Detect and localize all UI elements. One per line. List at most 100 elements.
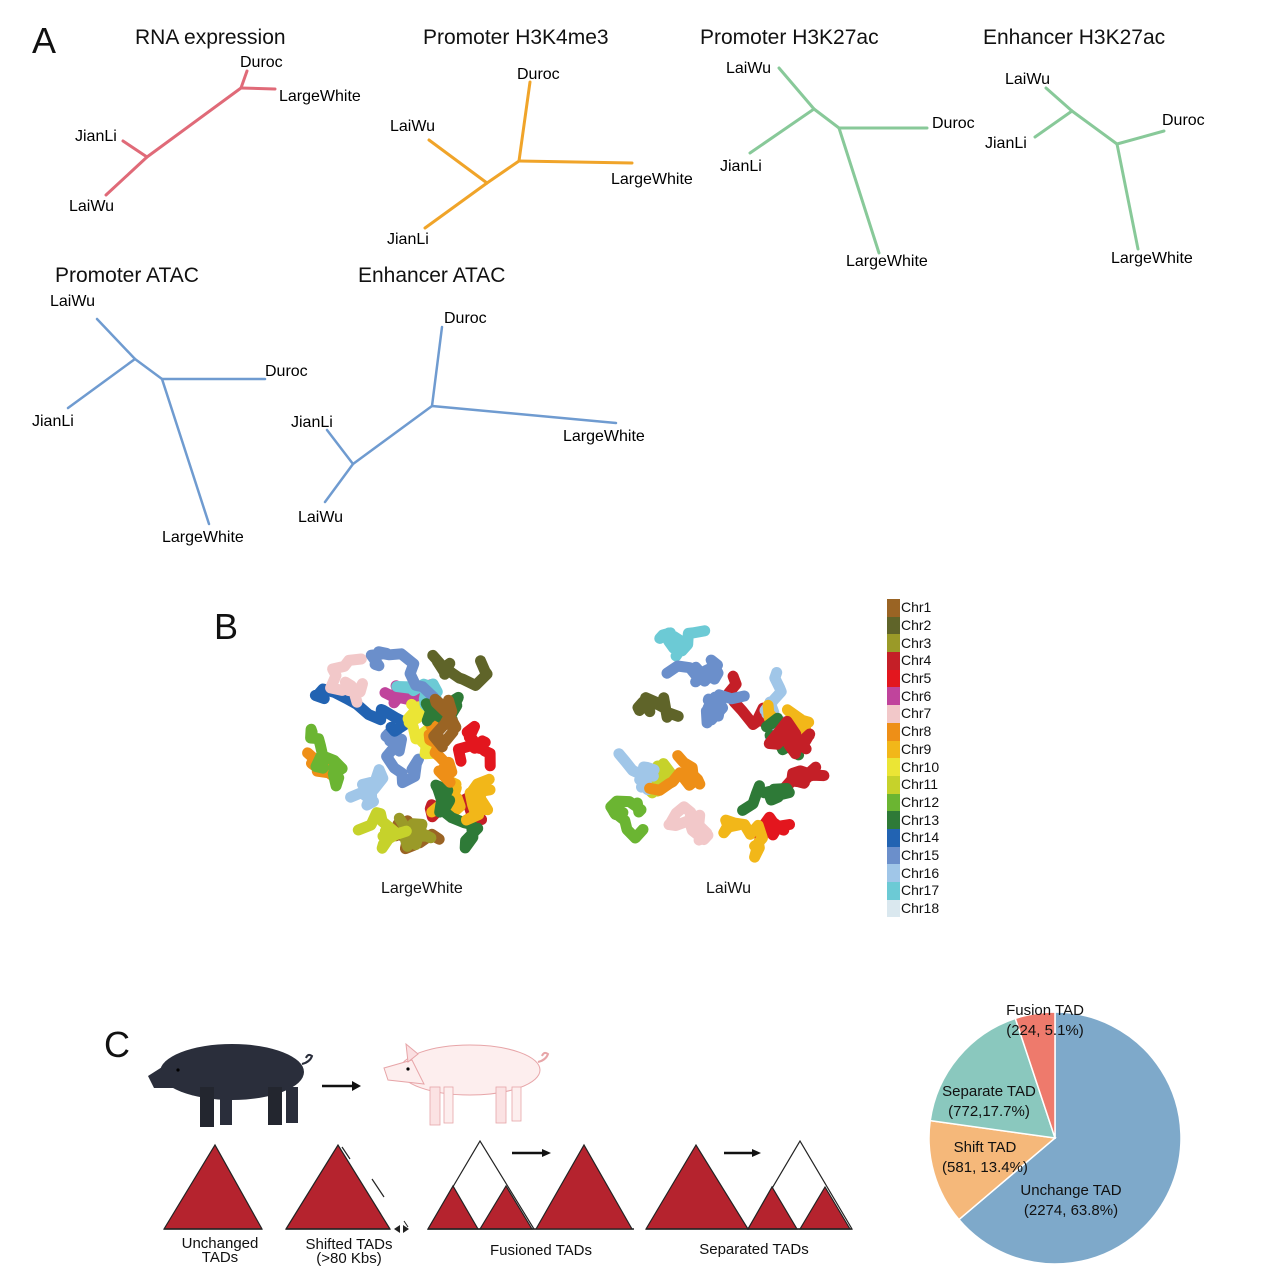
tad-diagrams xyxy=(162,1139,854,1233)
legend-label: Chr6 xyxy=(901,687,932,704)
leaf-label-largewhite: LargeWhite xyxy=(279,88,361,105)
tad-label-line: Unchanged xyxy=(181,1235,259,1252)
leaf-label-largewhite: LargeWhite xyxy=(1111,250,1193,267)
tree-branch xyxy=(1115,142,1140,251)
tree-branch xyxy=(95,317,137,361)
tad-triangle xyxy=(534,1143,634,1230)
tree-branch xyxy=(133,357,164,381)
leaf-label-laiwu: LaiWu xyxy=(50,293,95,310)
chromosome-tube xyxy=(365,646,447,713)
tad-shifted xyxy=(284,1143,409,1233)
tree-promoter-h3k27ac: LaiWu JianLi Duroc LargeWhite xyxy=(720,60,975,270)
tad-label-line: Fusioned TADs xyxy=(490,1242,592,1259)
leaf-label-laiwu: LaiWu xyxy=(1005,71,1050,88)
legend-label: Chr5 xyxy=(901,670,932,687)
leaf-label-laiwu: LaiWu xyxy=(298,509,343,526)
white-pig-icon xyxy=(383,1042,550,1126)
legend-label: Chr3 xyxy=(901,634,932,651)
chromosome-tube xyxy=(663,801,714,846)
legend-label: Chr2 xyxy=(901,617,932,634)
legend-item: Chr5 xyxy=(887,669,939,688)
chromosome-tube xyxy=(632,692,684,723)
tree-branch xyxy=(812,107,841,130)
leaf-label-jianli: JianLi xyxy=(32,413,74,430)
legend-label: Chr9 xyxy=(901,740,932,757)
legend-swatch xyxy=(887,722,900,741)
pie-value-unchange-tad: (2274, 63.8%) xyxy=(1024,1202,1118,1219)
leaf-label-laiwu: LaiWu xyxy=(390,118,435,135)
tad-label-unchanged: Unchanged TADs xyxy=(165,1235,275,1266)
chromosome-tube xyxy=(718,814,768,863)
chromosome-tube xyxy=(305,723,348,792)
chromosome-tube xyxy=(763,715,816,760)
legend-label: Chr15 xyxy=(901,846,940,863)
tree-branch xyxy=(351,404,434,466)
legend-swatch xyxy=(887,616,900,635)
panel-a-trees: Duroc LargeWhite JianLi LaiWu Duroc Larg… xyxy=(32,54,1205,546)
chromosome-tube xyxy=(423,709,458,788)
chromosome-tube xyxy=(325,653,368,708)
legend-item: Chr16 xyxy=(887,864,939,882)
tad-label-line: TADs xyxy=(201,1249,239,1266)
tree-title: Enhancer ATAC xyxy=(358,264,506,287)
legend-label: Chr12 xyxy=(901,793,940,810)
legend-label: Chr18 xyxy=(901,900,940,917)
tree-title: Enhancer H3K27ac xyxy=(983,26,1166,49)
tree-branch xyxy=(1070,109,1119,146)
tree-branch xyxy=(239,86,277,91)
legend-label: Chr11 xyxy=(901,776,939,793)
chromosome-tube xyxy=(393,812,437,852)
legend-label: Chr1 xyxy=(901,599,932,616)
legend-item: Chr10 xyxy=(887,758,939,776)
pie-slice-fusion-tad xyxy=(1014,1011,1056,1139)
chromosome-tube xyxy=(428,693,462,753)
tad-label-fusioned: Fusioned TADs xyxy=(470,1242,612,1259)
chromosome-model-laiwu xyxy=(605,625,830,863)
pie-value-shift-tad: (581, 13.4%) xyxy=(942,1159,1028,1176)
legend-label: Chr17 xyxy=(901,882,940,899)
model-caption-largewhite: LargeWhite xyxy=(381,880,463,897)
black-pig-icon xyxy=(148,1044,314,1127)
chromosome-tube xyxy=(654,625,711,662)
tree-branch xyxy=(423,181,489,230)
tree-branch xyxy=(121,139,149,159)
tree-branch xyxy=(239,69,249,90)
legend-item: Chr1 xyxy=(887,599,939,617)
leaf-label-duroc: Duroc xyxy=(265,363,308,380)
tree-promoter-atac: LaiWu JianLi Duroc LargeWhite xyxy=(32,293,308,546)
legend-swatch xyxy=(887,687,900,706)
tad-label-line: Separated TADs xyxy=(699,1241,809,1258)
leaf-label-duroc: Duroc xyxy=(1162,112,1205,129)
legend-label: Chr8 xyxy=(901,723,932,740)
tad-separated xyxy=(644,1139,854,1230)
tree-branch xyxy=(837,126,881,255)
legend-swatch xyxy=(887,669,900,688)
pie-label-unchange-tad: Unchange TAD xyxy=(1020,1182,1121,1199)
chromosome-tube xyxy=(430,779,484,854)
tree-branch xyxy=(430,325,444,408)
chromosome-tube xyxy=(352,807,412,854)
tree-rna-expression: Duroc LargeWhite JianLi LaiWu xyxy=(69,54,361,215)
legend-swatch xyxy=(887,882,900,900)
legend-swatch xyxy=(887,775,900,794)
leaf-label-duroc: Duroc xyxy=(240,54,283,71)
legend-item: Chr11 xyxy=(887,775,939,794)
legend-item: Chr9 xyxy=(887,740,939,759)
tree-branch xyxy=(1115,129,1166,146)
pie-label-shift-tad: Shift TAD xyxy=(954,1139,1017,1156)
legend-swatch xyxy=(887,705,900,723)
chromosome-tube xyxy=(309,683,413,737)
model-caption-laiwu: LaiWu xyxy=(706,880,752,897)
tree-branch xyxy=(104,155,149,197)
pie-label-separate-tad: Separate TAD xyxy=(942,1083,1036,1100)
legend-swatch xyxy=(887,828,900,847)
tree-branch xyxy=(517,159,634,165)
legend-swatch xyxy=(887,846,900,865)
pie-slice-unchange-tad xyxy=(957,1011,1182,1265)
panel-letter-b: B xyxy=(214,606,239,647)
leaf-label-largewhite: LargeWhite xyxy=(563,428,645,445)
legend-label: Chr13 xyxy=(901,811,940,828)
tree-branch xyxy=(517,80,532,163)
pie-slice-shift-tad xyxy=(928,1119,1057,1221)
